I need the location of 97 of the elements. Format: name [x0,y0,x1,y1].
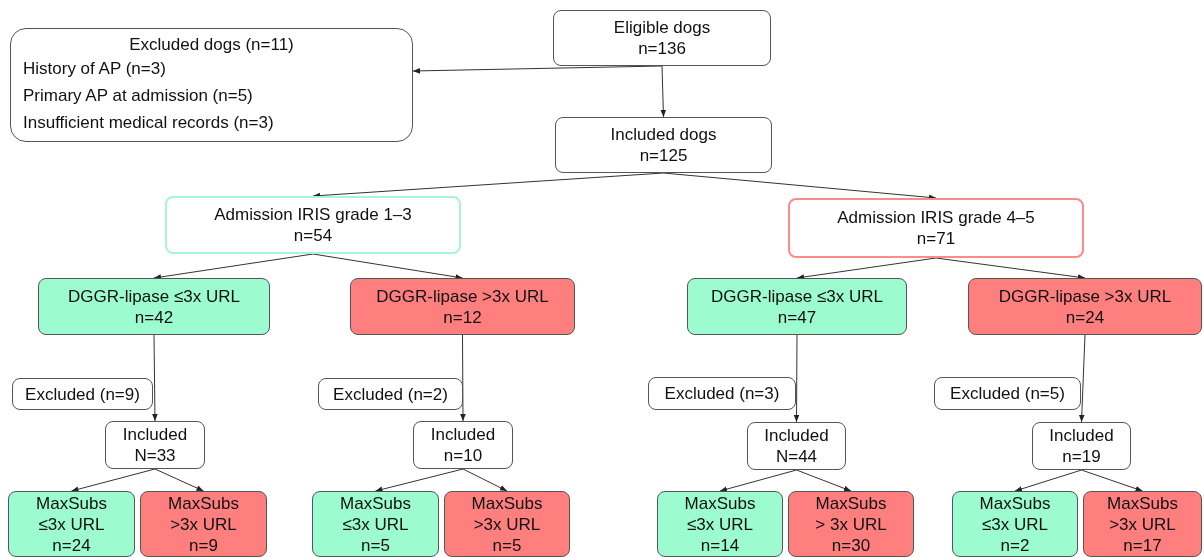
box-text: n=17 [1123,534,1162,556]
arrow [375,468,464,492]
arrow [312,253,463,280]
process-box [318,378,463,410]
box-text: n=2 [1000,534,1030,556]
arrow [935,257,1086,280]
box-text: n=24 [52,534,91,556]
arrow [793,334,800,423]
group-box [165,196,461,254]
box-text: n=5 [492,534,522,556]
box-text: History of AP (n=3) [23,58,167,80]
process-box [1083,491,1202,557]
box-text: MaxSubs [471,492,543,514]
exclusion-box [10,28,413,142]
box-text: Excluded (n=5) [950,383,1065,404]
process-box [687,278,907,335]
arrow [796,257,937,280]
box-text: n=19 [1062,446,1101,467]
box-text: n=10 [443,445,483,466]
box-text: MaxSubs [340,492,411,514]
arrow [462,468,508,492]
box-text: Included [764,425,829,446]
arrow [1014,469,1082,492]
arrow [71,468,156,492]
box-text: ≤3x URL [687,513,753,535]
box-text: DGGR-lipase ≤3x URL [711,285,883,307]
box-text: MaxSubs [1107,492,1178,514]
box-text: n=24 [1065,306,1105,328]
arrow [796,469,852,492]
box-text: Excluded (n=9) [25,383,140,405]
box-text: N=44 [775,446,818,467]
arrow [153,253,314,280]
box-text: Admission IRIS grade 4–5 [837,207,1035,228]
box-text: ≤3x URL [342,513,409,535]
box-text: n=125 [639,145,688,166]
box-text: DGGR-lipase >3x URL [376,285,549,307]
box-text: > 3x URL [815,513,887,535]
process-box [657,491,783,557]
box-text: n=5 [361,534,390,556]
box-text: n=54 [293,225,333,246]
box-text: Insufficient medical records (n=3) [23,112,275,134]
box-text: ≤3x URL [982,513,1048,535]
process-box [788,491,914,557]
box-text: >3x URL [170,513,237,535]
box-text: Admission IRIS grade 1–3 [214,204,412,225]
box-text: MaxSubs [815,492,887,514]
box-text: Included dogs [610,124,717,145]
box-text: >3x URL [1109,513,1176,535]
box-text: MaxSubs [36,492,107,514]
arrow [1079,334,1086,423]
process-box [444,491,570,557]
arrow [1081,469,1143,492]
box-text: ≤3x URL [38,513,105,535]
box-text: Included [430,424,496,445]
process-box [350,278,575,335]
box-text: DGGR-lipase ≤3x URL [68,285,240,307]
process-box [968,278,1202,335]
box-text: n=14 [700,534,740,556]
group-box [788,198,1084,258]
process-box [312,491,439,557]
box-text: Eligible dogs [613,17,711,38]
process-box [952,491,1078,557]
process-box [747,422,846,470]
box-text: Excluded (n=3) [664,383,780,404]
process-box [12,378,153,410]
box-text: n=9 [189,534,218,556]
box-text: Primary AP at admission (n=5) [23,85,254,107]
box-text: n=136 [638,38,686,59]
box-text: MaxSubs [168,492,239,514]
process-box [140,491,267,557]
box-text: n=12 [443,306,482,328]
box-text: n=30 [831,534,871,556]
process-box [648,377,796,410]
box-text: n=42 [134,306,174,328]
box-text: n=71 [916,228,956,249]
process-box [413,421,513,469]
arrow [152,334,158,422]
box-text: Included [1049,425,1114,446]
process-box [8,491,135,557]
process-box [105,421,205,469]
arrow [660,65,667,118]
process-box [553,10,771,66]
process-box [934,377,1081,410]
process-box [555,117,772,173]
box-text: n=47 [777,306,817,328]
process-box [1032,422,1131,470]
box-text: Included [122,424,188,445]
box-text: MaxSubs [979,492,1051,514]
box-text: Excluded (n=2) [333,383,448,405]
arrow [719,469,797,492]
process-box [38,278,270,335]
box-text: Excluded dogs (n=11) [128,34,295,55]
box-text: MaxSubs [684,492,756,514]
arrow [154,468,204,492]
box-text: >3x URL [473,513,541,535]
box-text: DGGR-lipase >3x URL [998,285,1172,307]
box-text: N=33 [134,445,176,466]
